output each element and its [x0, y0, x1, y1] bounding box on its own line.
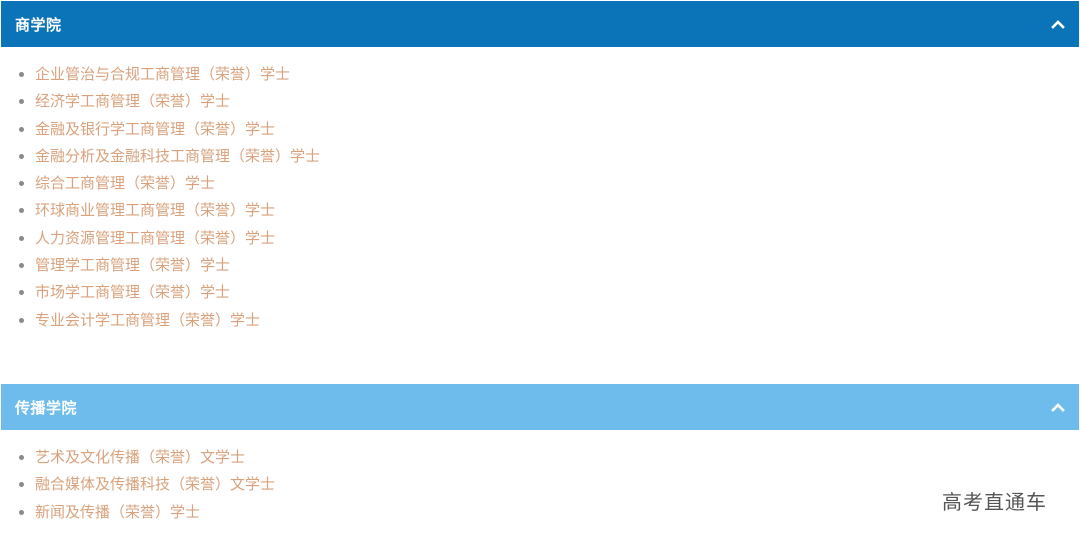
list-item: 经济学工商管理（荣誉）学士 [0, 88, 320, 115]
program-link[interactable]: 专业会计学工商管理（荣誉）学士 [35, 310, 261, 329]
list-item: 管理学工商管理（荣誉）学士 [0, 252, 320, 279]
list-item: 企业管治与合规工商管理（荣誉）学士 [0, 61, 320, 88]
list-item: 市场学工商管理（荣誉）学士 [0, 279, 320, 306]
bullet [19, 455, 24, 460]
list-item: 人力资源管理工商管理（荣誉）学士 [0, 225, 320, 252]
section-header-business[interactable]: 商学院 [1, 1, 1079, 47]
list-item: 金融分析及金融科技工商管理（荣誉）学士 [0, 143, 320, 170]
list-item: 融合媒体及传播科技（荣誉）文学士 [0, 471, 275, 498]
bullet [19, 208, 24, 214]
program-link[interactable]: 经济学工商管理（荣誉）学士 [35, 92, 231, 111]
bullet [19, 317, 24, 323]
list-item: 艺术及文化传播（荣誉）文学士 [0, 444, 275, 471]
bullet [19, 99, 24, 105]
program-link[interactable]: 金融及银行学工商管理（荣誉）学士 [35, 119, 276, 138]
program-list-business: 企业管治与合规工商管理（荣誉）学士 经济学工商管理（荣誉）学士 金融及银行学工商… [0, 61, 320, 334]
list-item: 环球商业管理工商管理（荣誉）学士 [0, 197, 320, 224]
program-link[interactable]: 融合媒体及传播科技（荣誉）文学士 [35, 475, 276, 494]
bullet [19, 72, 24, 77]
section-header-communication[interactable]: 传播学院 [1, 384, 1079, 430]
bullet [19, 126, 24, 132]
chevron-up-icon[interactable] [1049, 15, 1067, 33]
program-link[interactable]: 企业管治与合规工商管理（荣誉）学士 [35, 65, 291, 83]
program-link[interactable]: 新闻及传播（荣誉）学士 [35, 502, 201, 521]
watermark: 高考直通车 [942, 490, 1047, 514]
chevron-up-icon[interactable] [1049, 398, 1067, 416]
bullet [19, 181, 24, 187]
bullet [19, 153, 24, 159]
program-link[interactable]: 人力资源管理工商管理（荣誉）学士 [35, 228, 276, 247]
bullet [19, 235, 24, 241]
program-link[interactable]: 管理学工商管理（荣誉）学士 [35, 256, 231, 275]
list-item: 专业会计学工商管理（荣誉）学士 [0, 307, 320, 334]
program-link[interactable]: 环球商业管理工商管理（荣誉）学士 [35, 201, 276, 220]
program-link[interactable]: 艺术及文化传播（荣誉）文学士 [35, 448, 246, 466]
program-link[interactable]: 金融分析及金融科技工商管理（荣誉）学士 [35, 146, 321, 165]
bullet [19, 509, 24, 515]
bullet [19, 290, 24, 296]
list-item: 金融及银行学工商管理（荣誉）学士 [0, 116, 320, 143]
program-link[interactable]: 市场学工商管理（荣誉）学士 [35, 283, 231, 302]
list-item: 综合工商管理（荣誉）学士 [0, 170, 320, 197]
list-item: 新闻及传播（荣誉）学士 [0, 499, 275, 526]
section-title-communication: 传播学院 [15, 398, 78, 417]
bullet [19, 482, 24, 488]
program-link[interactable]: 综合工商管理（荣誉）学士 [35, 174, 216, 193]
program-list-communication: 艺术及文化传播（荣誉）文学士 融合媒体及传播科技（荣誉）文学士 新闻及传播（荣誉… [0, 444, 275, 526]
section-title-business: 商学院 [15, 15, 62, 34]
bullet [19, 263, 24, 269]
